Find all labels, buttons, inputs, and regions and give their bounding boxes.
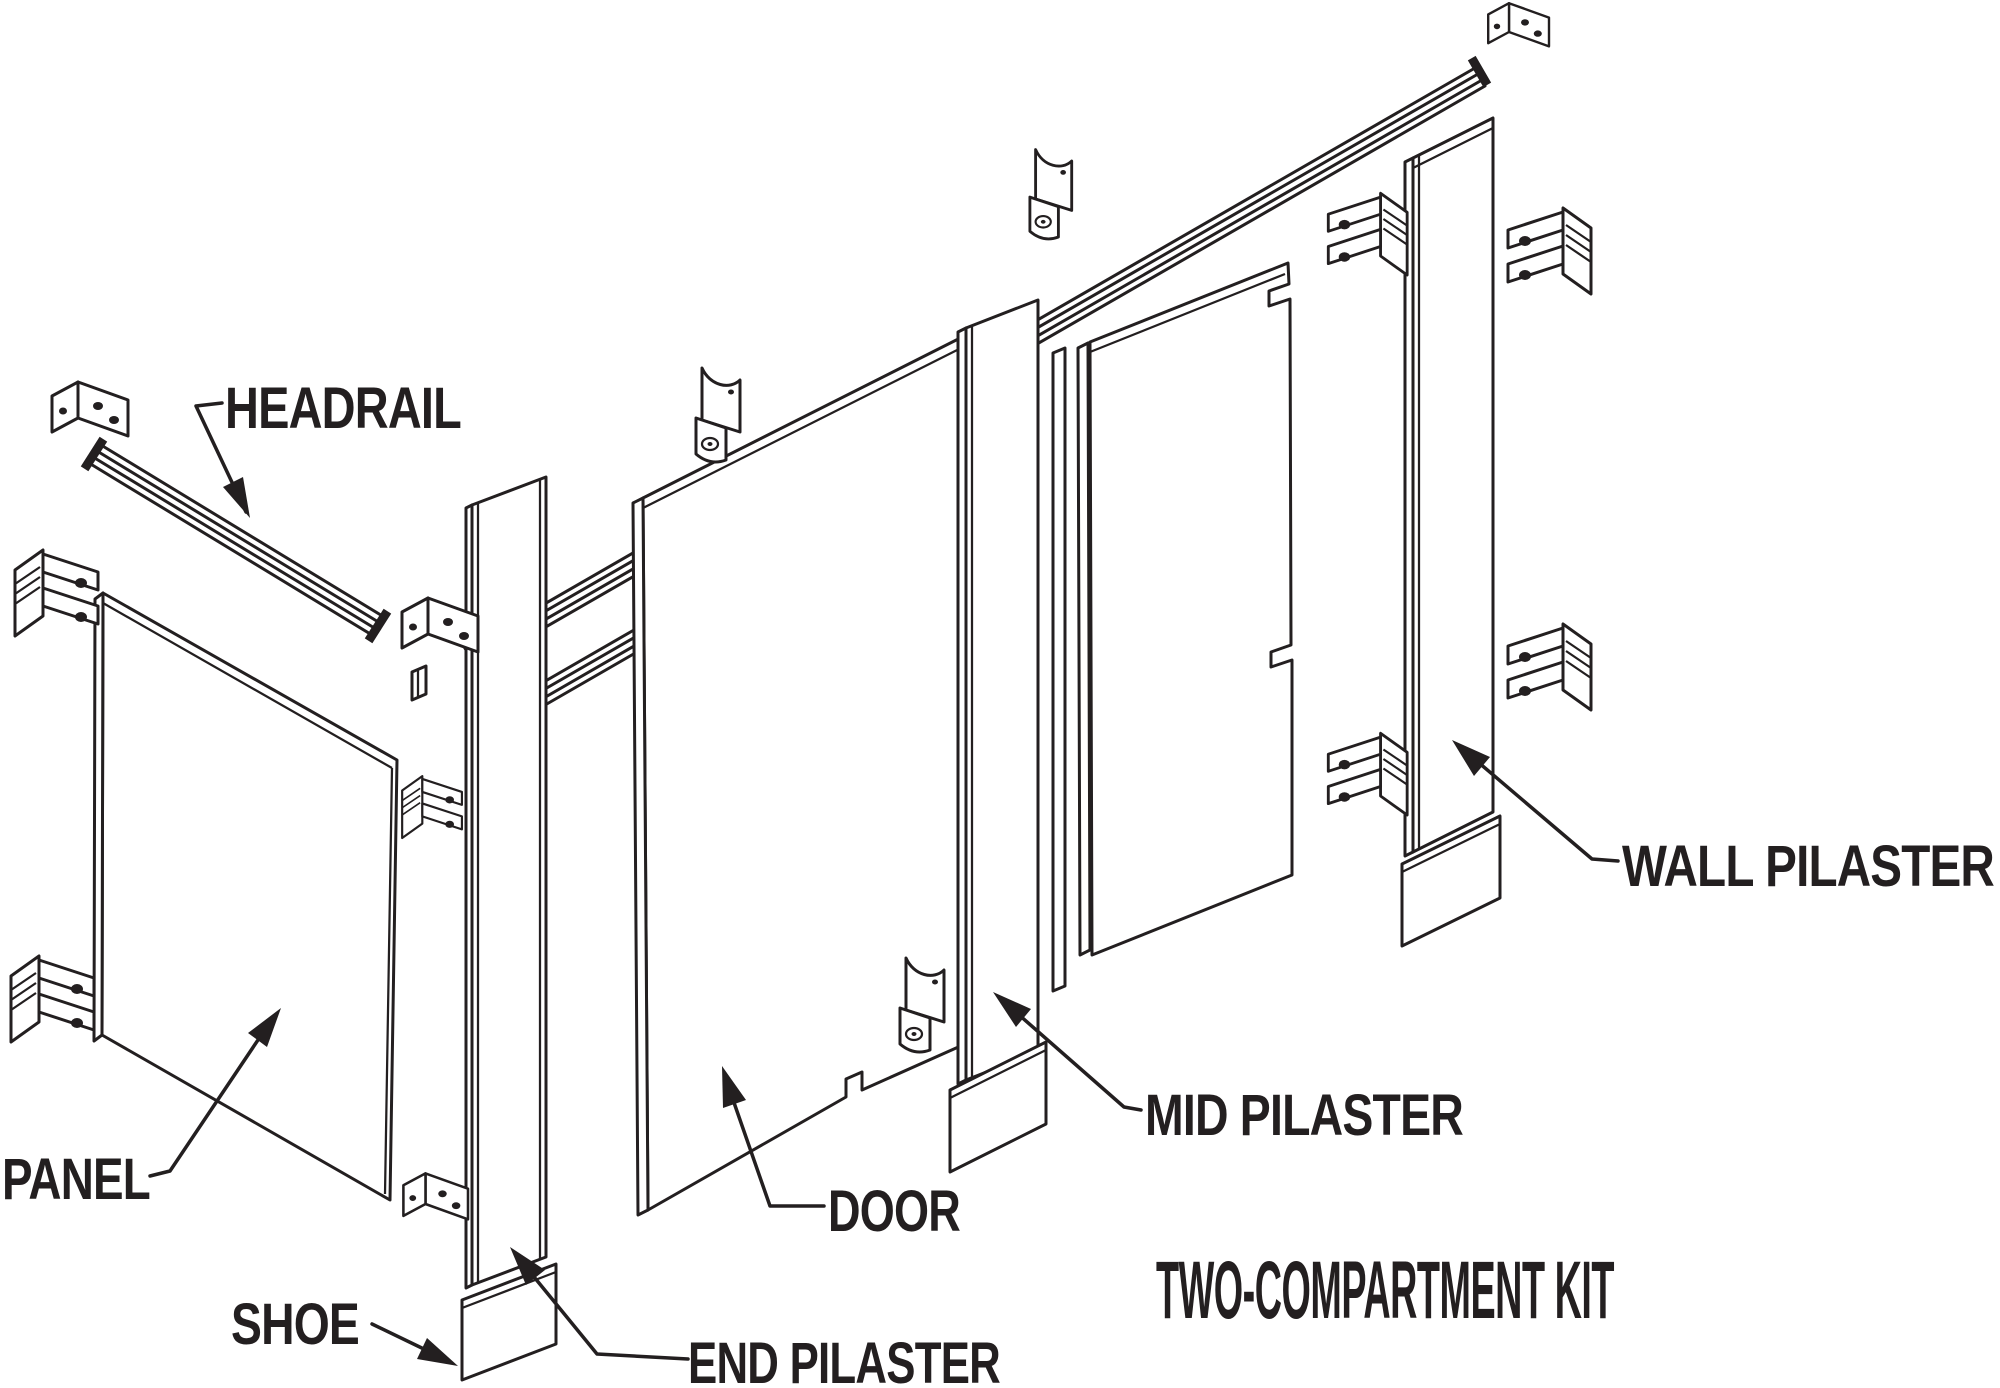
leader-end-pilaster [510,1247,690,1361]
label-door: DOOR [828,1179,960,1244]
wall-bracket-top-right [1486,2,1551,48]
label-end-pilaster: END PILASTER [688,1331,1000,1388]
wall-pilaster [1403,116,1495,858]
label-shoe: SHOE [231,1292,359,1357]
door-front [631,322,990,1217]
panel [92,591,399,1202]
label-panel: PANEL [2,1147,150,1212]
leader-door [722,1066,826,1208]
door-rear-edge-strip [1051,346,1067,993]
leader-shoe [370,1322,458,1366]
wall-pilaster-shoe [1400,814,1502,948]
leader-panel [148,1008,281,1178]
hinge-bracket-upper [694,366,742,464]
headrail-bracket [1028,148,1074,241]
wall-bracket-right-upper [1506,206,1593,296]
leader-wall-pilaster [1452,740,1620,863]
diagram-title: TWO-COMPARTMENT KIT [1156,1245,1614,1336]
keeper-clip [410,664,428,702]
leader-headrail [194,401,250,518]
leader-mid-pilaster [993,992,1143,1112]
panel-bracket-left-upper [13,548,100,638]
end-pilaster [464,475,548,1290]
label-headrail: HEADRAIL [225,376,461,441]
mid-pilaster [956,298,1040,1086]
headrail-left [80,436,392,644]
panel-bracket-left-lower [9,954,96,1044]
mid-pilaster-shoe [948,1040,1048,1174]
label-wall-pilaster: WALL PILASTER [1622,834,1994,899]
corner-bracket-bottom [402,1172,470,1221]
door-rear [1076,261,1294,957]
pilaster-bracket-upper [1326,191,1409,277]
panel-bracket-right [401,775,463,840]
pilaster-bracket-lower [1326,731,1409,817]
label-mid-pilaster: MID PILASTER [1145,1083,1463,1148]
wall-bracket-top-left [50,380,130,438]
wall-bracket-right-lower [1506,622,1593,712]
